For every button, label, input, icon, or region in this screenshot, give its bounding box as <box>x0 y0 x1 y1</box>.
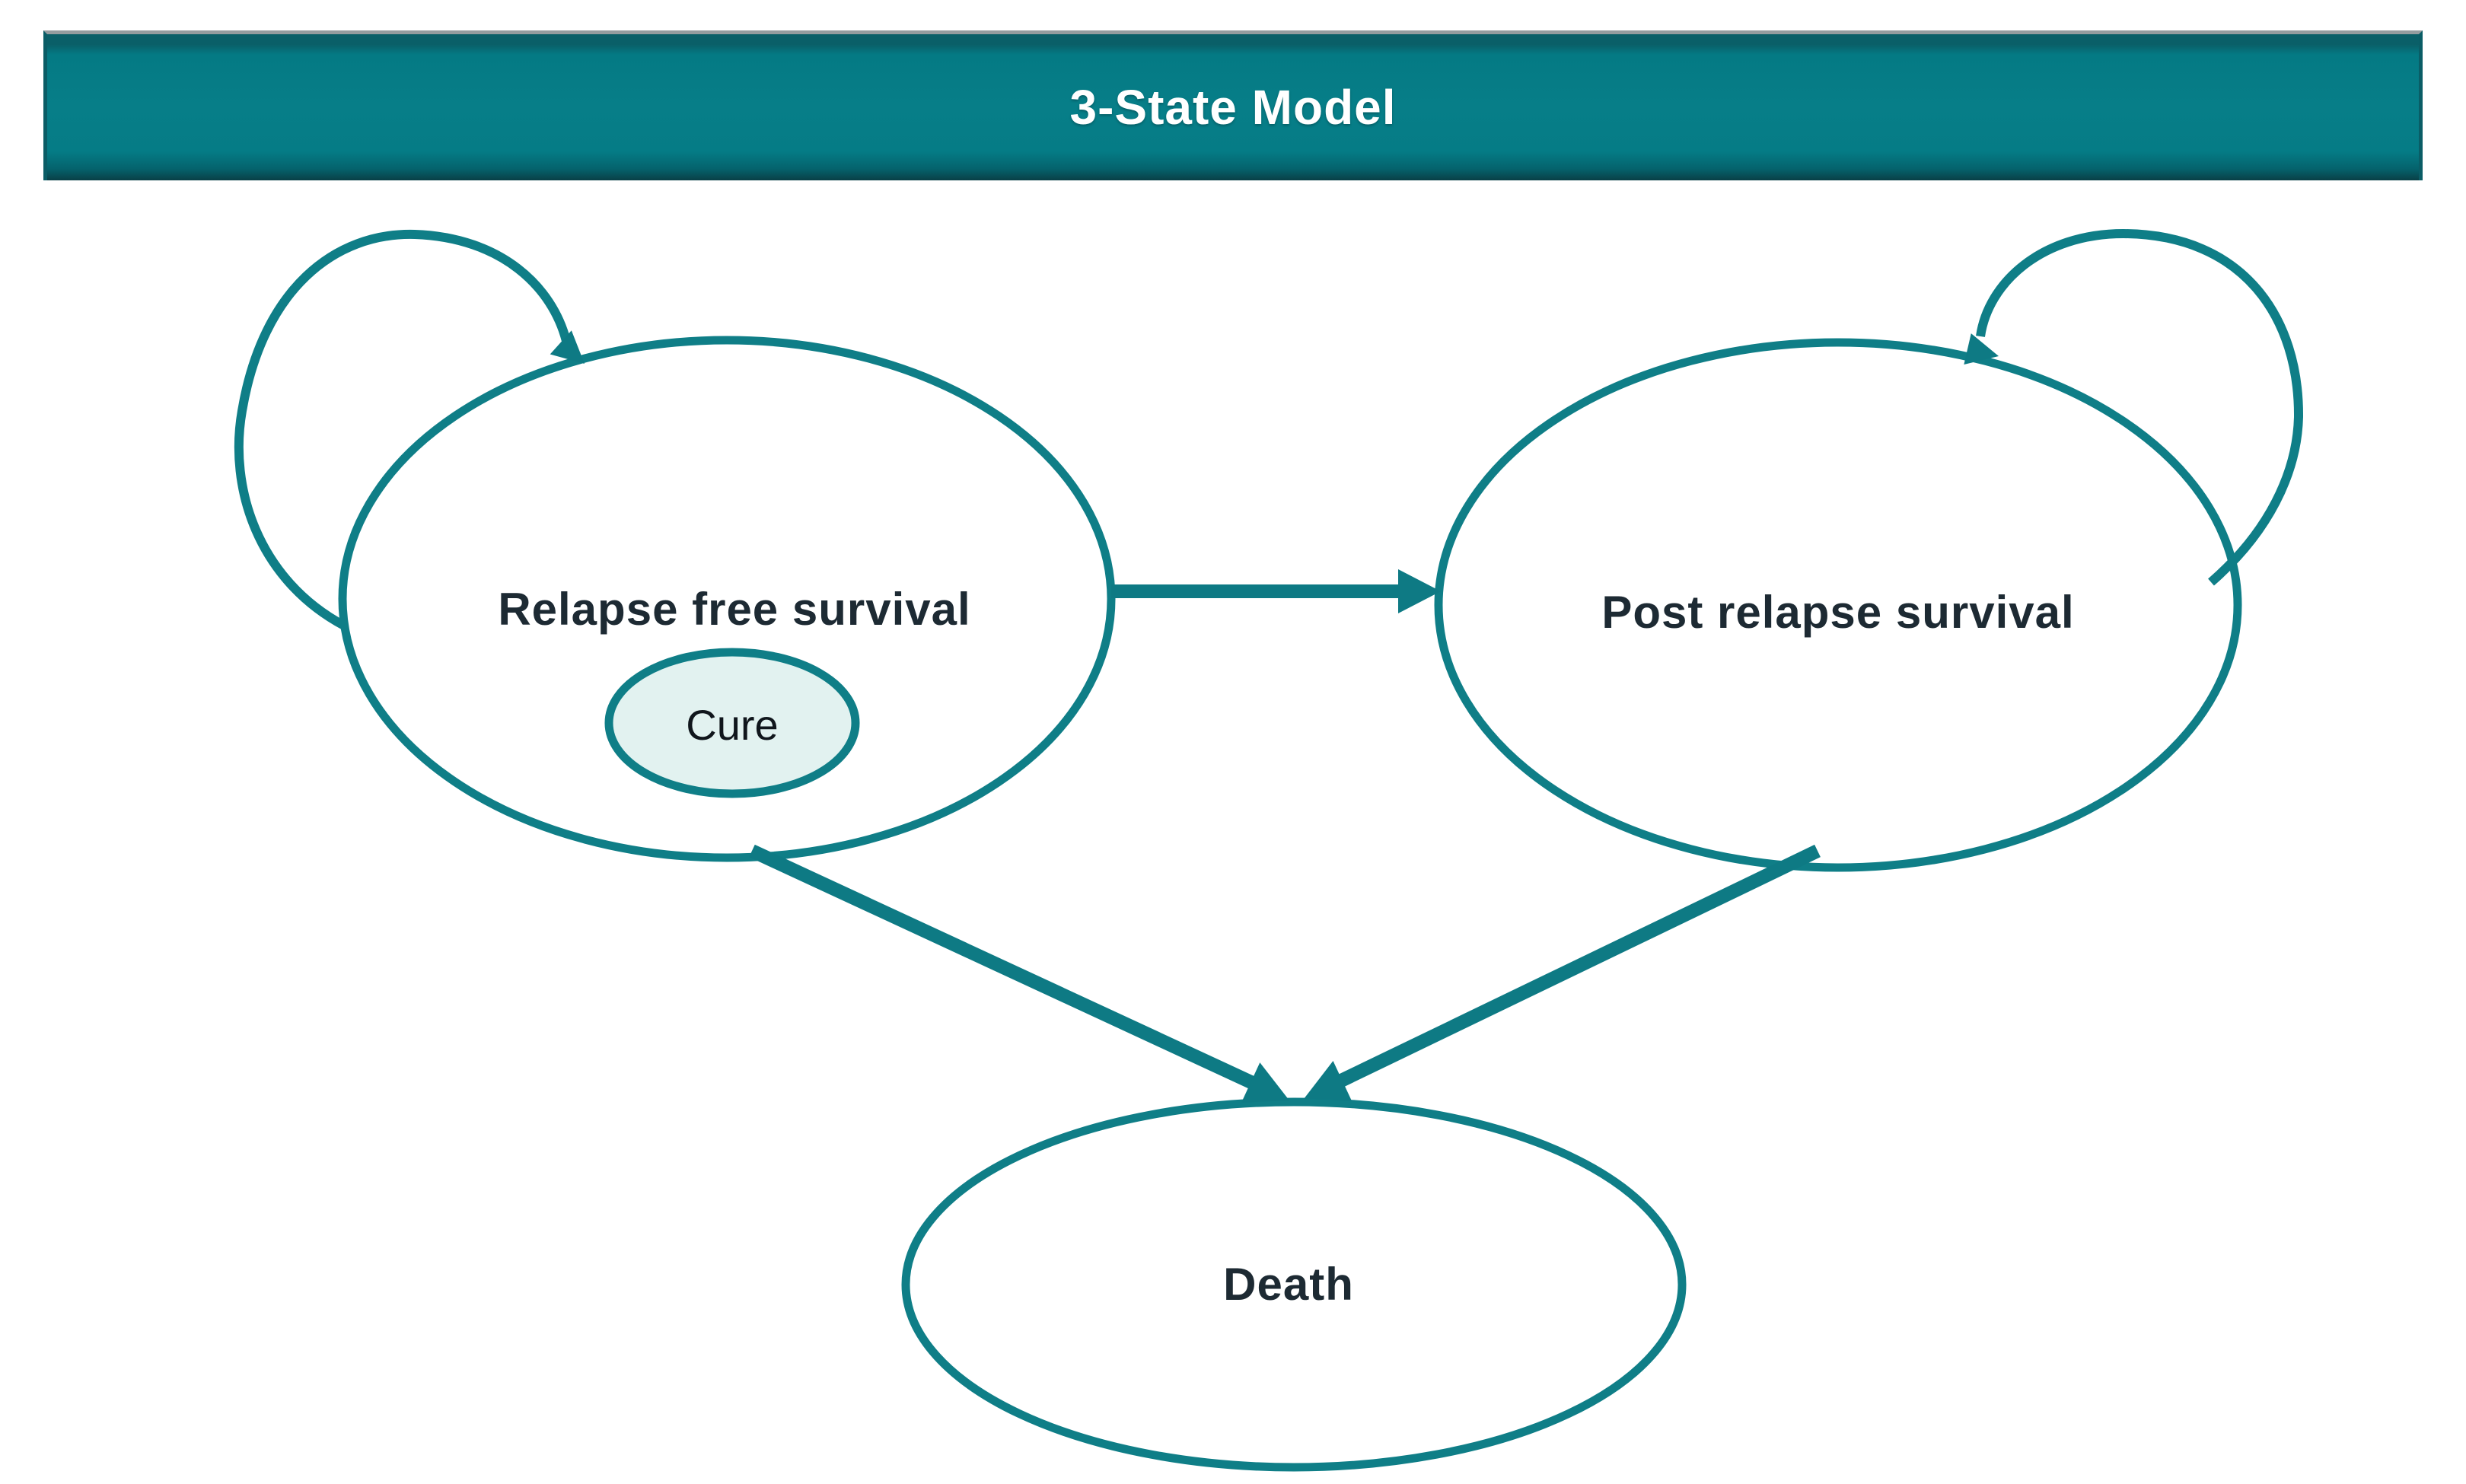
self-loop-left-path <box>234 229 571 630</box>
edge-relapse-to-post <box>1111 569 1441 613</box>
edge-relapse-to-post-arrowhead-icon <box>1398 569 1441 613</box>
node-death <box>901 1097 1687 1472</box>
label-relapse-free-survival: Relapse free survival <box>498 584 970 635</box>
edge-post-to-death-arrowhead-icon <box>1304 1061 1352 1101</box>
self-loop-left-arrowhead-icon <box>550 330 585 364</box>
label-post-relapse-survival: Post relapse survival <box>1601 587 2074 638</box>
self-loop-right-path <box>1976 228 2304 586</box>
edge-post-to-death-line <box>1337 844 1821 1088</box>
edge-relapse-to-death <box>749 844 1289 1103</box>
edge-relapse-to-death-arrowhead-icon <box>1241 1062 1289 1103</box>
node-cure <box>604 648 860 798</box>
node-post-relapse-survival <box>1434 338 2242 872</box>
node-relapse-free-survival <box>338 336 1116 862</box>
page-title: 3-State Model <box>1069 80 1397 135</box>
self-loop-relapse-free-survival <box>234 229 585 630</box>
edge-post-to-death <box>1304 844 1821 1101</box>
header-bar: 3-State Model <box>43 30 2423 180</box>
label-cure: Cure <box>686 701 778 749</box>
self-loop-right-arrowhead-icon <box>1964 333 1999 365</box>
edge-relapse-to-death-line <box>749 844 1257 1091</box>
self-loop-post-relapse-survival <box>1964 228 2304 586</box>
label-death: Death <box>1223 1259 1354 1310</box>
